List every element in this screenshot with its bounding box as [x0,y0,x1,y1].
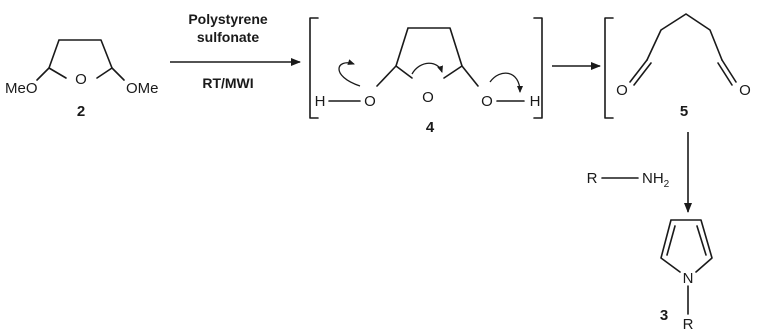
product-3: N R 3 [660,219,713,332]
pyrrole-double-bonds [666,225,707,256]
curly-arrow-ring [411,62,443,75]
bracket-left-4 [309,17,319,119]
carbonyl-oxygen-left: O [616,82,628,99]
amine-r-group: R [587,170,598,187]
reaction-step-3: R NH2 [587,132,692,213]
pyrrole-ring-bonds [660,219,713,273]
reaction-step-1: Polystyrene sulfonate RT/MWI [170,11,301,91]
intermediate-5-carbonyls [629,59,737,86]
amine-nh: NH2 [642,170,670,190]
bracket-right-4 [533,17,543,119]
bracket-left-5 [604,17,614,119]
intermediate-5-number: 5 [680,103,688,120]
compound-2-methoxy-right: OMe [126,80,159,97]
hydroxyl-oxygen-left: O [364,93,376,110]
intermediate-4-hydroxyl-bonds [376,65,479,87]
intermediate-5-chain [646,13,723,61]
curly-arrow-left [338,59,361,87]
compound-2-methoxy-bonds [36,67,125,81]
intermediate-4: O H O O H 4 [309,17,543,136]
curly-arrow-right [489,72,523,93]
intermediate-5: O O 5 [604,13,751,120]
compound-2-number: 2 [77,103,85,120]
pyrrole-nitrogen: N [683,270,694,287]
hydroxyl-oxygen-right: O [481,93,493,110]
reagent-line-1: Polystyrene [188,11,268,27]
carbonyl-oxygen-right: O [739,82,751,99]
product-3-number: 3 [660,307,668,324]
hydrogen-left: H [315,93,326,110]
intermediate-4-number: 4 [426,119,435,136]
intermediate-4-ring-oxygen: O [422,89,434,106]
hydrogen-right: H [530,93,541,110]
pyrrole-substituent: R [683,316,694,332]
compound-2-methoxy-left: MeO [5,80,38,97]
reaction-conditions: RT/MWI [202,75,253,91]
compound-2-ring-oxygen: O [75,71,87,88]
intermediate-4-ring-bonds [395,27,463,79]
compound-2: O MeO OMe 2 [5,39,159,120]
reagent-line-2: sulfonate [197,29,259,45]
